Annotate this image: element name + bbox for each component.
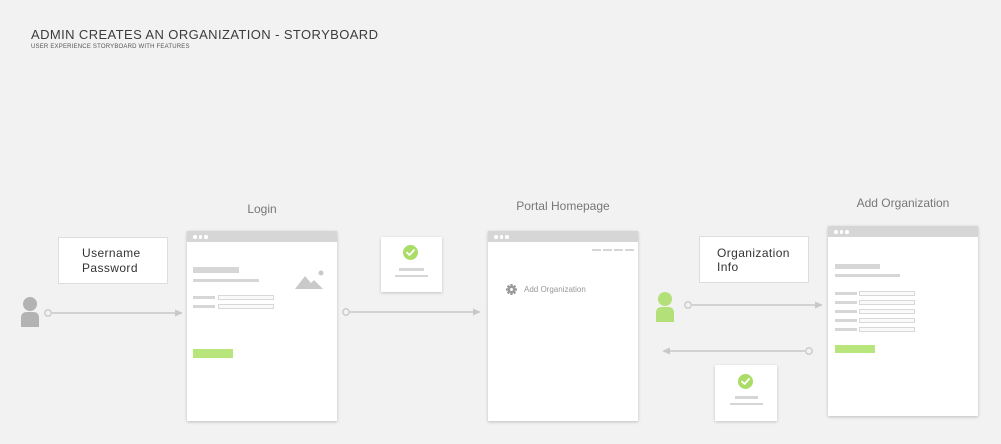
login-subheading-placeholder — [193, 279, 259, 282]
add-organization-link[interactable]: Add Organization — [524, 285, 586, 294]
page-title: ADMIN CREATES AN ORGANIZATION - STORYBOA… — [31, 27, 379, 42]
username-input[interactable] — [218, 295, 274, 300]
portal-homepage-label: Portal Homepage — [516, 199, 610, 213]
window-controls — [834, 230, 849, 234]
checkmark-circle-icon — [403, 245, 418, 260]
user-silhouette-icon — [656, 292, 674, 322]
arrow-login-to-portal — [342, 308, 481, 316]
window-title-bar — [828, 226, 978, 237]
form-field-input[interactable] — [859, 318, 915, 323]
login-heading-placeholder — [193, 267, 239, 273]
form-field-label — [835, 328, 857, 331]
submit-button[interactable] — [835, 345, 875, 353]
form-field-input[interactable] — [859, 327, 915, 332]
gear-icon — [506, 284, 517, 295]
credentials-note: Username Password — [58, 237, 168, 284]
form-subheading-placeholder — [835, 274, 900, 277]
password-label-placeholder — [193, 305, 215, 308]
add-organization-window — [828, 226, 978, 416]
username-label-placeholder — [193, 296, 215, 299]
nav-menu-item[interactable] — [603, 249, 612, 251]
arrow-user-to-login — [44, 309, 183, 317]
login-button[interactable] — [193, 349, 233, 358]
success-subtext-placeholder — [395, 275, 428, 277]
success-text-placeholder — [735, 396, 758, 399]
nav-menu-item[interactable] — [614, 249, 623, 251]
user-silhouette-icon — [21, 297, 39, 327]
organization-created-card — [715, 365, 777, 421]
nav-menu-item[interactable] — [625, 249, 634, 251]
page-subtitle: USER EXPERIENCE STORYBOARD WITH FEATURES — [31, 44, 190, 50]
checkmark-circle-icon — [738, 374, 753, 389]
password-input[interactable] — [218, 304, 274, 309]
login-success-card — [381, 237, 442, 292]
add-organization-label: Add Organization — [856, 196, 950, 210]
window-controls — [193, 235, 208, 239]
success-subtext-placeholder — [730, 403, 763, 405]
window-title-bar — [488, 231, 638, 242]
form-field-input[interactable] — [859, 309, 915, 314]
organization-info-note: Organization Info — [699, 236, 809, 283]
form-field-input[interactable] — [859, 300, 915, 305]
success-text-placeholder — [399, 268, 424, 271]
arrow-add-organization-to-portal — [662, 347, 813, 355]
form-field-input[interactable] — [859, 291, 915, 296]
note-password: Password — [82, 261, 138, 275]
nav-menu-item[interactable] — [592, 249, 601, 251]
arrow-user-to-add-organization — [684, 301, 823, 309]
window-title-bar — [187, 231, 337, 242]
form-field-label — [835, 310, 857, 313]
login-label: Login — [247, 202, 277, 216]
note-organization: Organization — [717, 246, 790, 260]
form-field-label — [835, 301, 857, 304]
note-info: Info — [717, 260, 739, 274]
form-field-label — [835, 292, 857, 295]
window-controls — [494, 235, 509, 239]
mountain-image-icon — [295, 270, 324, 289]
note-username: Username — [82, 246, 141, 260]
form-field-label — [835, 319, 857, 322]
portal-homepage-window: Add Organization — [488, 231, 638, 421]
form-heading-placeholder — [835, 264, 880, 269]
login-window — [187, 231, 337, 421]
